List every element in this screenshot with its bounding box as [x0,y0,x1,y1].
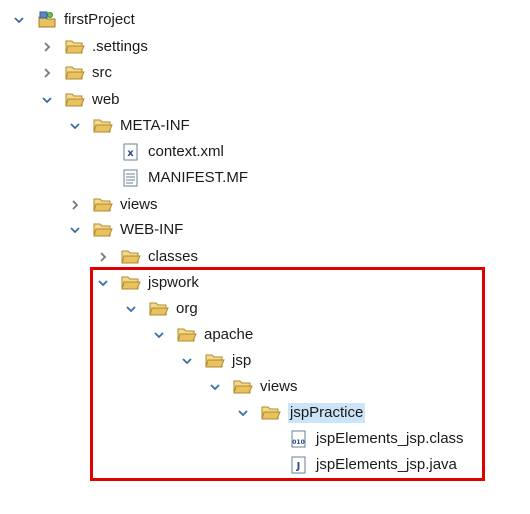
tree-item-org[interactable]: org [122,297,198,321]
tree-item-context-xml[interactable]: x context.xml [120,140,224,164]
tree-item-views-top[interactable]: views [66,193,158,217]
class-file-icon: 010 [288,430,310,448]
chevron-down-icon[interactable] [234,404,252,422]
tree-item-label: apache [204,326,254,343]
chevron-down-icon[interactable] [150,326,168,344]
tree-item-web[interactable]: web [38,88,120,112]
tree-item-jsppractice[interactable]: jspPractice [234,401,366,425]
chevron-down-icon[interactable] [94,274,112,292]
tree-item-jsp[interactable]: jsp [178,349,251,373]
project-icon [36,11,58,29]
chevron-down-icon[interactable] [66,221,84,239]
folder-open-icon [92,221,114,239]
tree-item-views[interactable]: views [206,375,298,399]
tree-item-label: jspwork [148,274,199,291]
tree-item-label: META-INF [120,117,190,134]
tree-item-label: classes [148,248,199,265]
chevron-right-icon[interactable] [38,64,56,82]
tree-item-label: src [92,64,112,81]
java-file-icon: J [288,456,310,474]
folder-open-icon [64,91,86,109]
folder-open-icon [204,352,226,370]
chevron-right-icon[interactable] [38,38,56,56]
tree-item-label: jspElements_jsp.java [316,456,457,473]
folder-icon [120,248,142,266]
chevron-down-icon[interactable] [206,378,224,396]
folder-open-icon [260,404,282,422]
tree-item-src[interactable]: src [38,61,112,85]
highlight-annotation-box [90,267,485,481]
tree-item-jspwork[interactable]: jspwork [94,271,199,295]
xml-file-icon: x [120,143,142,161]
tree-item-label: WEB-INF [120,221,184,238]
tree-item-label: views [260,378,298,395]
chevron-down-icon[interactable] [178,352,196,370]
tree-item-label: web [92,91,120,108]
tree-item-settings[interactable]: .settings [38,35,148,59]
tree-item-label: firstProject [64,11,135,28]
tree-item-label: context.xml [148,143,224,160]
chevron-down-icon[interactable] [122,300,140,318]
tree-item-label: jspElements_jsp.class [316,430,464,447]
tree-item-label: views [120,196,158,213]
chevron-down-icon[interactable] [10,11,28,29]
tree-item-label: MANIFEST.MF [148,169,248,186]
svg-text:010: 010 [292,439,305,446]
tree-item-manifest[interactable]: MANIFEST.MF [120,166,248,190]
folder-icon [92,196,114,214]
chevron-right-icon[interactable] [94,248,112,266]
tree-item-firstproject[interactable]: firstProject [10,8,135,32]
folder-icon [64,38,86,56]
svg-text:J: J [296,461,301,472]
folder-open-icon [148,300,170,318]
chevron-right-icon[interactable] [66,196,84,214]
tree-item-java-file[interactable]: J jspElements_jsp.java [288,453,457,477]
text-file-icon [120,169,142,187]
folder-open-icon [176,326,198,344]
folder-open-icon [92,117,114,135]
tree-item-web-inf[interactable]: WEB-INF [66,218,183,242]
tree-item-label: .settings [92,38,148,55]
tree-item-label-selected: jspPractice [288,403,366,423]
tree-item-label: jsp [232,352,252,369]
tree-item-apache[interactable]: apache [150,323,253,347]
tree-item-class-file[interactable]: 010 jspElements_jsp.class [288,427,464,451]
chevron-down-icon[interactable] [66,117,84,135]
folder-icon [64,64,86,82]
folder-open-icon [232,378,254,396]
svg-text:x: x [127,148,134,159]
chevron-down-icon[interactable] [38,91,56,109]
tree-item-meta-inf[interactable]: META-INF [66,114,190,138]
tree-item-classes[interactable]: classes [94,245,198,269]
tree-item-label: org [176,300,198,317]
folder-open-icon [120,274,142,292]
